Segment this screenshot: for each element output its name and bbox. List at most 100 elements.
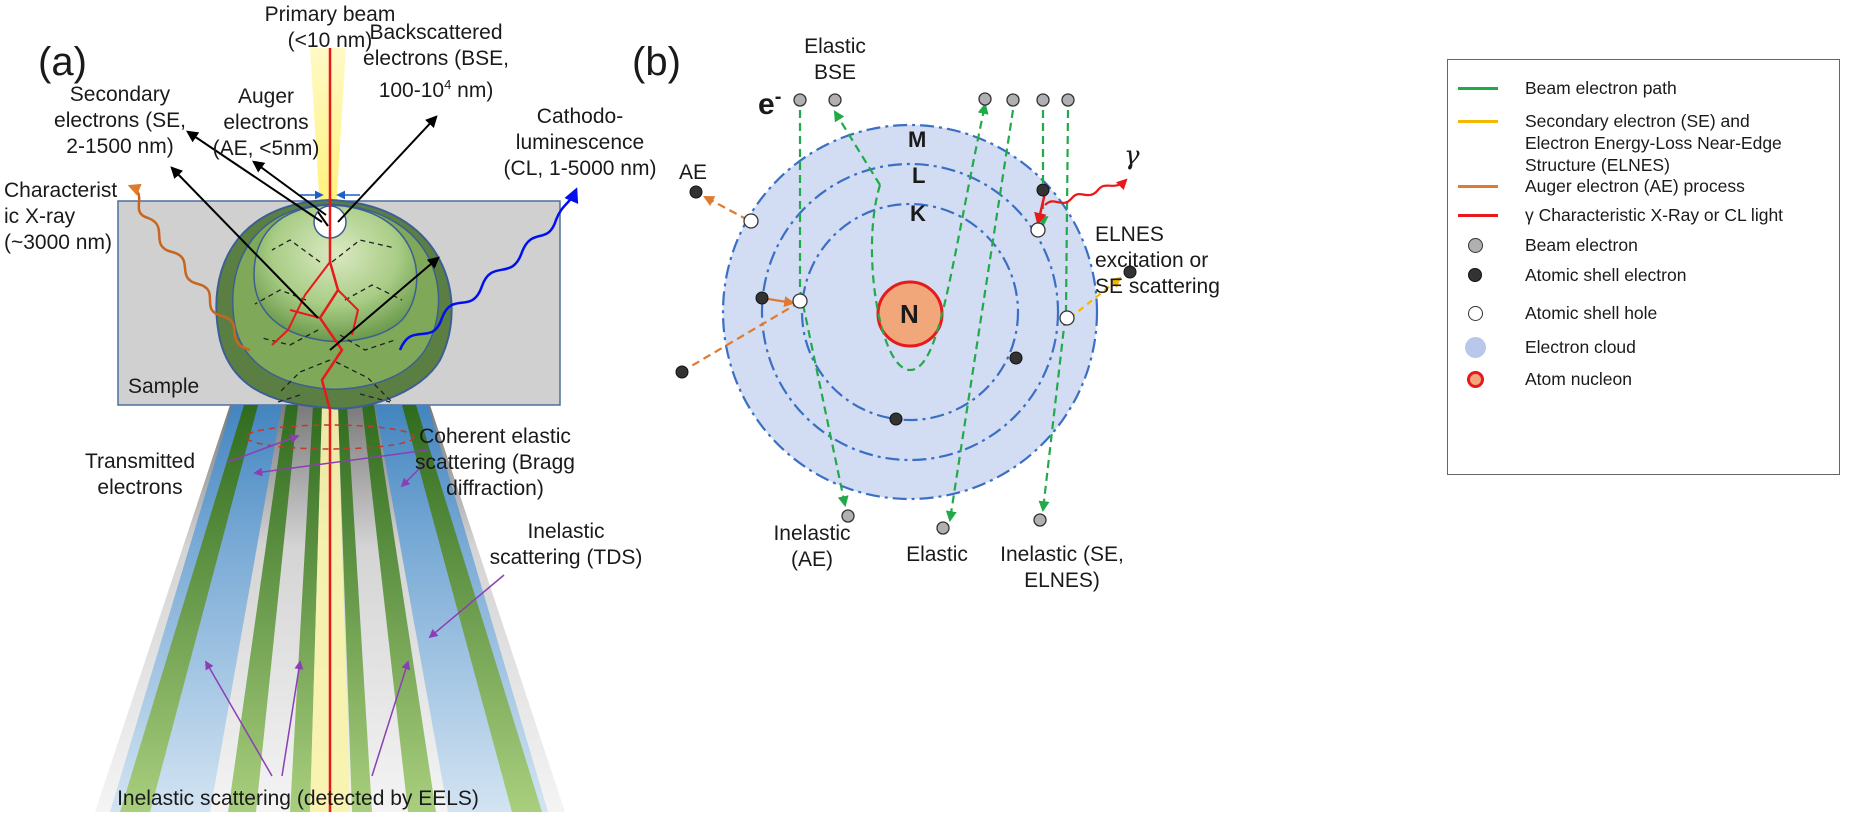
shell-hole: [1030, 222, 1046, 238]
eels-arrow-2: [281, 660, 304, 777]
shell-hole: [743, 213, 759, 229]
bragg-stripe-4: [338, 405, 372, 812]
primary-beam-line-2: (<10 nm): [287, 29, 373, 52]
se-line-3: 2-1500 nm): [66, 135, 174, 158]
tds-arrow: [428, 574, 505, 639]
tds-line-2: scattering (TDS): [489, 546, 643, 569]
auger-electrons-label: Auger electrons (AE, <5nm): [213, 84, 320, 162]
inelastic-se-label: Inelastic (SE, ELNES): [1000, 542, 1124, 594]
primary-beam-line-1: Primary beam: [264, 3, 396, 26]
shell-electron: [755, 291, 769, 305]
shell-holes: [743, 213, 1075, 326]
gamma-wave: [1044, 178, 1128, 206]
transmitted-line-2: electrons: [97, 476, 183, 499]
transmitted-arrow: [227, 434, 300, 463]
coherent-elastic-label: Coherent elastic scattering (Bragg diffr…: [415, 424, 575, 502]
auger-arrow-short: [317, 211, 329, 227]
bragg-stripe-2: [228, 405, 298, 812]
bse-range: 100-10: [378, 79, 445, 102]
elnes-line-3: SE scattering: [1095, 275, 1220, 298]
legend-text: γ Characteristic X-Ray or CL light: [1525, 205, 1784, 225]
legend: [1447, 59, 1840, 475]
panel-a-graphic: [95, 48, 579, 812]
xray-line-2: ic X-ray: [4, 205, 76, 228]
shell-electron: [675, 365, 689, 379]
bragg-stripe-6: [402, 405, 542, 812]
bse-line-1: Backscattered: [369, 21, 503, 44]
path-elastic-bse: [870, 102, 989, 372]
orange-line-icon: [1458, 185, 1498, 188]
legend-text: Atomic shell electron: [1525, 265, 1687, 285]
inelastic-se-line-2: ELNES): [1024, 569, 1100, 592]
se-line-1: Secondary: [69, 83, 171, 106]
nucleon-dot-icon: [1467, 371, 1484, 388]
panel-a-label: (a): [38, 40, 87, 84]
beam-electron: [978, 92, 992, 106]
se-arrow: [186, 130, 323, 223]
cl-line-3: (CL, 1-5000 nm): [503, 157, 657, 180]
legend-text-line-2: Electron Energy-Loss Near-Edge: [1525, 133, 1782, 153]
primary-beam-label: Primary beam (<10 nm): [265, 2, 396, 54]
shell-l-label: L: [912, 163, 926, 188]
eels-arrow-1: [205, 660, 273, 777]
inelastic-ae-line-2: (AE): [790, 548, 833, 571]
gamma-label: γ: [1124, 141, 1140, 171]
grey-dot-icon: [1468, 238, 1483, 253]
path-inelastic-se-2: [1038, 109, 1070, 513]
shell-hole: [792, 293, 808, 309]
legend-text-line-3: Structure (ELNES): [1525, 155, 1670, 175]
ae-line-2: electrons: [223, 111, 309, 134]
legend-text: Beam electron: [1525, 235, 1638, 255]
legend-text: Auger electron (AE) process: [1525, 176, 1745, 196]
elastic-bse-line-2: BSE: [813, 61, 857, 84]
xray-line-3: (~3000 nm): [4, 231, 112, 254]
ae-line-1: Auger: [237, 85, 295, 108]
primary-branch-2: [337, 289, 360, 336]
shell-m-label: M: [908, 127, 927, 152]
beam-electron: [1036, 93, 1050, 107]
beam-electron: [828, 93, 842, 107]
cl-line-1: Cathodo-: [536, 105, 624, 128]
shell-electron: [1123, 265, 1137, 279]
inelastic-tds-label: Inelastic scattering (TDS): [490, 519, 643, 571]
primary-beam-cone: [310, 48, 346, 210]
beam-electron: [841, 509, 855, 523]
beam-paths: [798, 102, 1070, 523]
elnes-line-2: excitation or: [1095, 249, 1209, 272]
legend-text: Atom nucleon: [1525, 369, 1633, 389]
bse-deep-arrow: [329, 256, 440, 351]
bragg-stripe-5: [362, 405, 436, 812]
bse-exponent: 4: [444, 77, 452, 92]
panel-b-label: (b): [632, 40, 681, 84]
inelastic-se-line-1: Inelastic (SE,: [1000, 543, 1124, 566]
characteristic-xray-label: Characterist ic X-ray (~3000 nm): [4, 178, 117, 256]
bragg-stripe-3: [290, 405, 322, 812]
bragg-stripe-1: [120, 405, 258, 812]
bse-unit: nm): [451, 79, 494, 102]
coherent-line-1: Coherent elastic: [419, 425, 571, 448]
shell-electrons: [675, 183, 1137, 426]
nucleus-label: N: [900, 299, 919, 329]
cl-line-2: luminescence: [515, 131, 645, 154]
yellow-line-icon: [1458, 120, 1498, 123]
incident-electron-symbol: e: [758, 88, 775, 121]
green-line-icon: [1458, 87, 1498, 90]
ae-arrow: [252, 160, 327, 216]
coherent-arrow: [253, 449, 429, 477]
electron-cloud-k: [800, 202, 1020, 422]
ae-line-3: (AE, <5nm): [212, 137, 320, 160]
shell-electron: [889, 412, 903, 426]
elastic-label: Elastic: [906, 543, 968, 566]
beam-electron: [1033, 513, 1047, 527]
cloud-dot-icon: [1465, 337, 1486, 358]
gamma-fill: [1034, 192, 1047, 226]
shell-k-label: K: [910, 201, 926, 226]
bse-line-2: electrons (BSE,: [363, 47, 509, 70]
inelastic-ae-label: Inelastic (AE): [773, 521, 850, 573]
beam-electrons: [793, 92, 1075, 535]
transmitted-line-1: Transmitted: [84, 450, 196, 473]
legend-text-line-1: Secondary electron (SE) and: [1525, 111, 1750, 131]
coherent-line-3: diffraction): [446, 477, 544, 500]
